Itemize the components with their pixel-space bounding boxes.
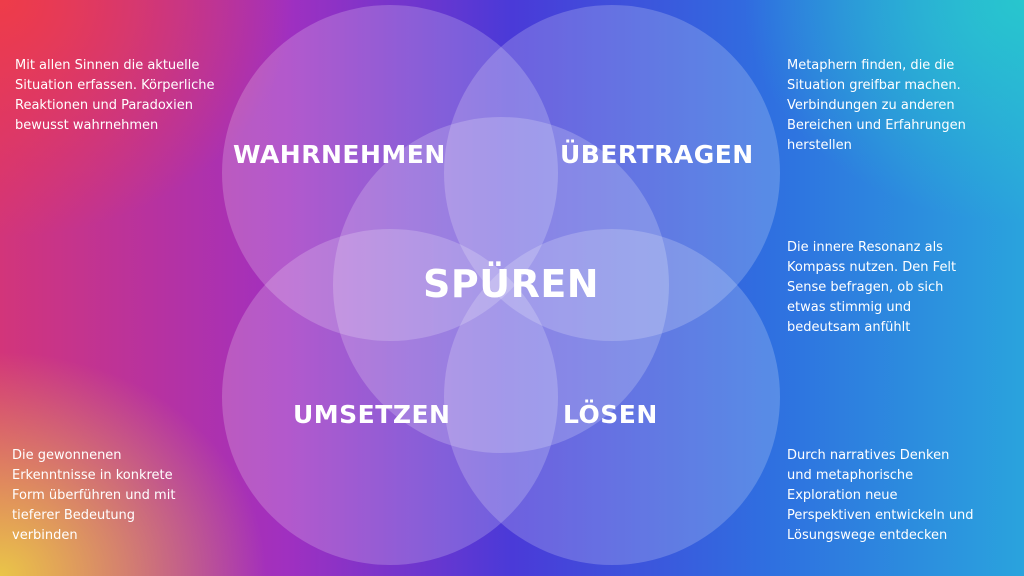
label-umsetzen: UMSETZEN (293, 400, 451, 429)
description-uebertragen: Metaphern finden, die die Situation grei… (787, 58, 966, 153)
description-loesen: Durch narratives Denken und metaphorisch… (787, 448, 974, 543)
circle-loesen (444, 229, 780, 565)
circle-wahrnehmen (222, 5, 558, 341)
circle-uebertragen (444, 5, 780, 341)
description-umsetzen: Die gewonnenen Erkenntnisse in konkrete … (12, 448, 176, 543)
description-wahrnehmen: Mit allen Sinnen die aktuelle Situation … (15, 58, 215, 133)
label-loesen: LÖSEN (563, 400, 658, 429)
description-spueren: Die innere Resonanz als Kompass nutzen. … (787, 240, 957, 335)
circle-spueren (333, 117, 669, 453)
label-spueren: SPÜREN (423, 262, 600, 306)
circle-umsetzen (222, 229, 558, 565)
label-wahrnehmen: WAHRNEHMEN (233, 140, 446, 169)
label-uebertragen: ÜBERTRAGEN (560, 140, 754, 169)
